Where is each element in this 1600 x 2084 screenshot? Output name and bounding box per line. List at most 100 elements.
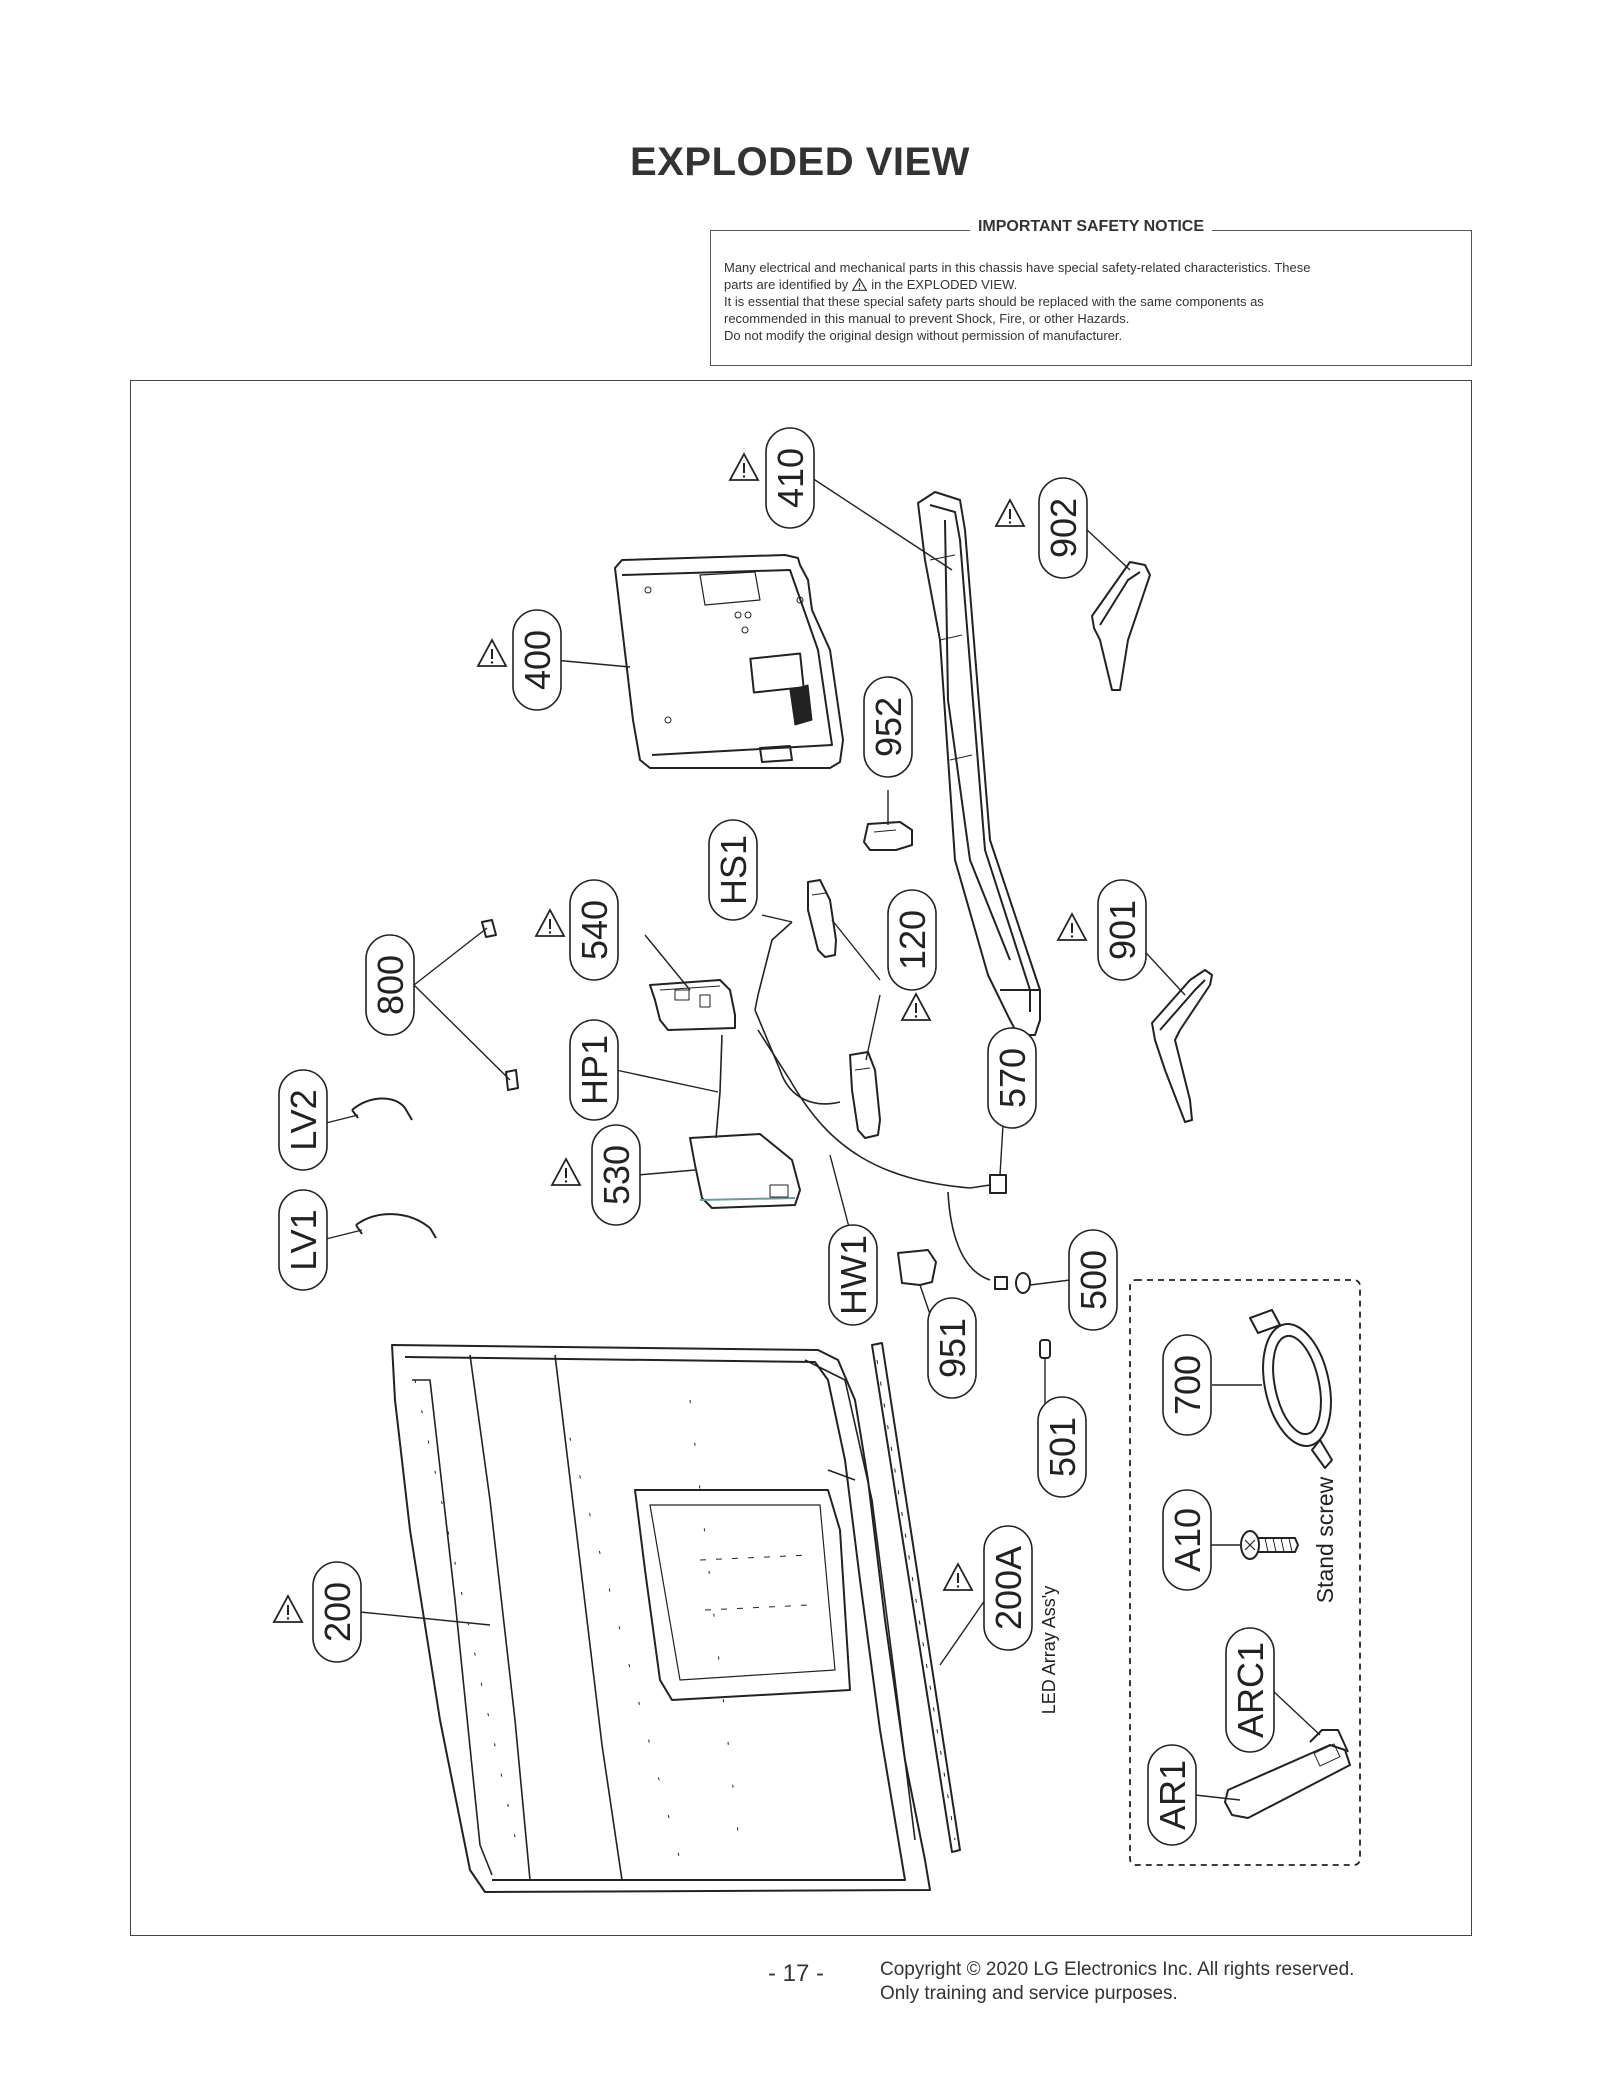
ir-board-570 bbox=[989, 1174, 1007, 1194]
part-label: 700 bbox=[1167, 1355, 1208, 1415]
callout-hs1: HS1 bbox=[708, 819, 758, 921]
callout-500: 500 bbox=[1068, 1229, 1118, 1331]
callout-200: 200 bbox=[312, 1561, 362, 1663]
speaker-120-top bbox=[807, 879, 837, 958]
part-label: HS1 bbox=[713, 835, 754, 905]
led-array-200a bbox=[871, 1342, 961, 1853]
speaker-120-bottom bbox=[849, 1051, 881, 1139]
warning-icon bbox=[901, 993, 931, 1021]
warning-icon bbox=[551, 1158, 581, 1186]
part-label: 410 bbox=[770, 448, 811, 508]
part-label: 902 bbox=[1043, 498, 1084, 558]
part-label: 501 bbox=[1042, 1417, 1083, 1477]
part-label: 952 bbox=[868, 697, 909, 757]
remote-ar1 bbox=[1224, 1729, 1351, 1819]
page-title: EXPLODED VIEW bbox=[630, 140, 970, 184]
callout-700: 700 bbox=[1162, 1334, 1212, 1436]
safety-notice-box: IMPORTANT SAFETY NOTICE Many electrical … bbox=[710, 218, 1472, 366]
callout-501: 501 bbox=[1037, 1396, 1087, 1498]
part-label: 901 bbox=[1102, 900, 1143, 960]
clip-800-top bbox=[481, 919, 497, 938]
stand-leg-902 bbox=[1091, 561, 1151, 691]
wire-hs1 bbox=[754, 921, 841, 1105]
part-label: AR1 bbox=[1152, 1760, 1193, 1830]
warning-icon bbox=[273, 1595, 303, 1623]
stand-screw-caption: Stand screw bbox=[1312, 1476, 1338, 1603]
warning-icon bbox=[943, 1563, 973, 1591]
main-frame-200 bbox=[391, 1344, 931, 1893]
stand-screw-a10 bbox=[1240, 1530, 1299, 1560]
power-board-530 bbox=[689, 1133, 801, 1209]
part-label: 951 bbox=[932, 1318, 973, 1378]
part-label: 530 bbox=[596, 1145, 637, 1205]
copyright-line: Copyright © 2020 LG Electronics Inc. All… bbox=[880, 1959, 1355, 1980]
part-label: 400 bbox=[517, 630, 558, 690]
part-label: ARC1 bbox=[1230, 1642, 1271, 1738]
page-number: - 17 - bbox=[768, 1960, 825, 1987]
button-501 bbox=[1039, 1339, 1051, 1359]
callout-hw1: HW1 bbox=[828, 1224, 878, 1326]
notice-line: Do not modify the original design withou… bbox=[724, 328, 1123, 343]
lvds-cable-lv2 bbox=[351, 1097, 413, 1121]
clip-800-bottom bbox=[505, 1069, 519, 1091]
power-cord-700 bbox=[1249, 1309, 1333, 1469]
lvds-cable-lv1 bbox=[355, 1213, 437, 1239]
callout-ar1: AR1 bbox=[1147, 1744, 1197, 1846]
wire-hw1 bbox=[757, 1029, 991, 1281]
notice-line: It is essential that these special safet… bbox=[724, 294, 1264, 309]
warning-triangles bbox=[273, 453, 1087, 1623]
wire-hp1 bbox=[715, 1034, 723, 1139]
callout-800: 800 bbox=[365, 934, 415, 1036]
connector-952 bbox=[863, 821, 913, 851]
callout-lv2: LV2 bbox=[278, 1069, 328, 1171]
stand-leg-901 bbox=[1151, 969, 1213, 1123]
knob-500 bbox=[994, 1272, 1031, 1294]
diagram-frame bbox=[130, 380, 1472, 1936]
part-label: 200A bbox=[988, 1546, 1029, 1630]
accessory-box bbox=[1129, 1279, 1361, 1866]
warning-icon bbox=[1057, 913, 1087, 941]
part-label: HW1 bbox=[833, 1235, 874, 1315]
warning-icon bbox=[729, 453, 759, 481]
part-label: 200 bbox=[317, 1582, 358, 1642]
callout-902: 902 bbox=[1038, 477, 1088, 579]
stand-base-410 bbox=[917, 491, 1041, 1036]
copyright-block: Copyright © 2020 LG Electronics Inc. All… bbox=[880, 1958, 1354, 2006]
part-label: 800 bbox=[370, 955, 411, 1015]
part-label: 570 bbox=[992, 1048, 1033, 1108]
callout-951: 951 bbox=[927, 1297, 977, 1399]
back-cover-400 bbox=[614, 554, 844, 769]
part-label: A10 bbox=[1167, 1508, 1208, 1572]
callout-540: 540 bbox=[569, 879, 619, 981]
connector-951 bbox=[897, 1249, 937, 1286]
warning-triangle-icon bbox=[852, 278, 868, 291]
main-board-540 bbox=[649, 979, 736, 1031]
callout-530: 530 bbox=[591, 1124, 641, 1226]
callout-a10: A10 bbox=[1162, 1489, 1212, 1591]
part-label: 120 bbox=[892, 910, 933, 970]
part-label: 540 bbox=[574, 900, 615, 960]
safety-notice-heading: IMPORTANT SAFETY NOTICE bbox=[969, 218, 1213, 235]
callout-120: 120 bbox=[887, 889, 937, 991]
led-array-caption: LED Array Ass'y bbox=[1039, 1586, 1059, 1714]
callout-410: 410 bbox=[765, 427, 815, 529]
warning-icon bbox=[995, 499, 1025, 527]
part-label: LV1 bbox=[283, 1209, 324, 1270]
callout-400: 400 bbox=[512, 609, 562, 711]
part-label: 500 bbox=[1073, 1250, 1114, 1310]
callout-901: 901 bbox=[1097, 879, 1147, 981]
notice-line: Many electrical and mechanical parts in … bbox=[724, 260, 1311, 275]
part-label: LV2 bbox=[283, 1089, 324, 1150]
warning-icon bbox=[477, 639, 507, 667]
safety-notice-text: Many electrical and mechanical parts in … bbox=[724, 259, 1458, 344]
part-label: HP1 bbox=[574, 1035, 615, 1105]
callout-arc1: ARC1 bbox=[1225, 1627, 1275, 1753]
callout-200a: 200A bbox=[983, 1525, 1033, 1651]
callout-570: 570 bbox=[987, 1027, 1037, 1129]
callout-952: 952 bbox=[863, 676, 913, 778]
copyright-line: Only training and service purposes. bbox=[880, 1983, 1178, 2004]
callout-hp1: HP1 bbox=[569, 1019, 619, 1121]
notice-line: recommended in this manual to prevent Sh… bbox=[724, 311, 1130, 326]
